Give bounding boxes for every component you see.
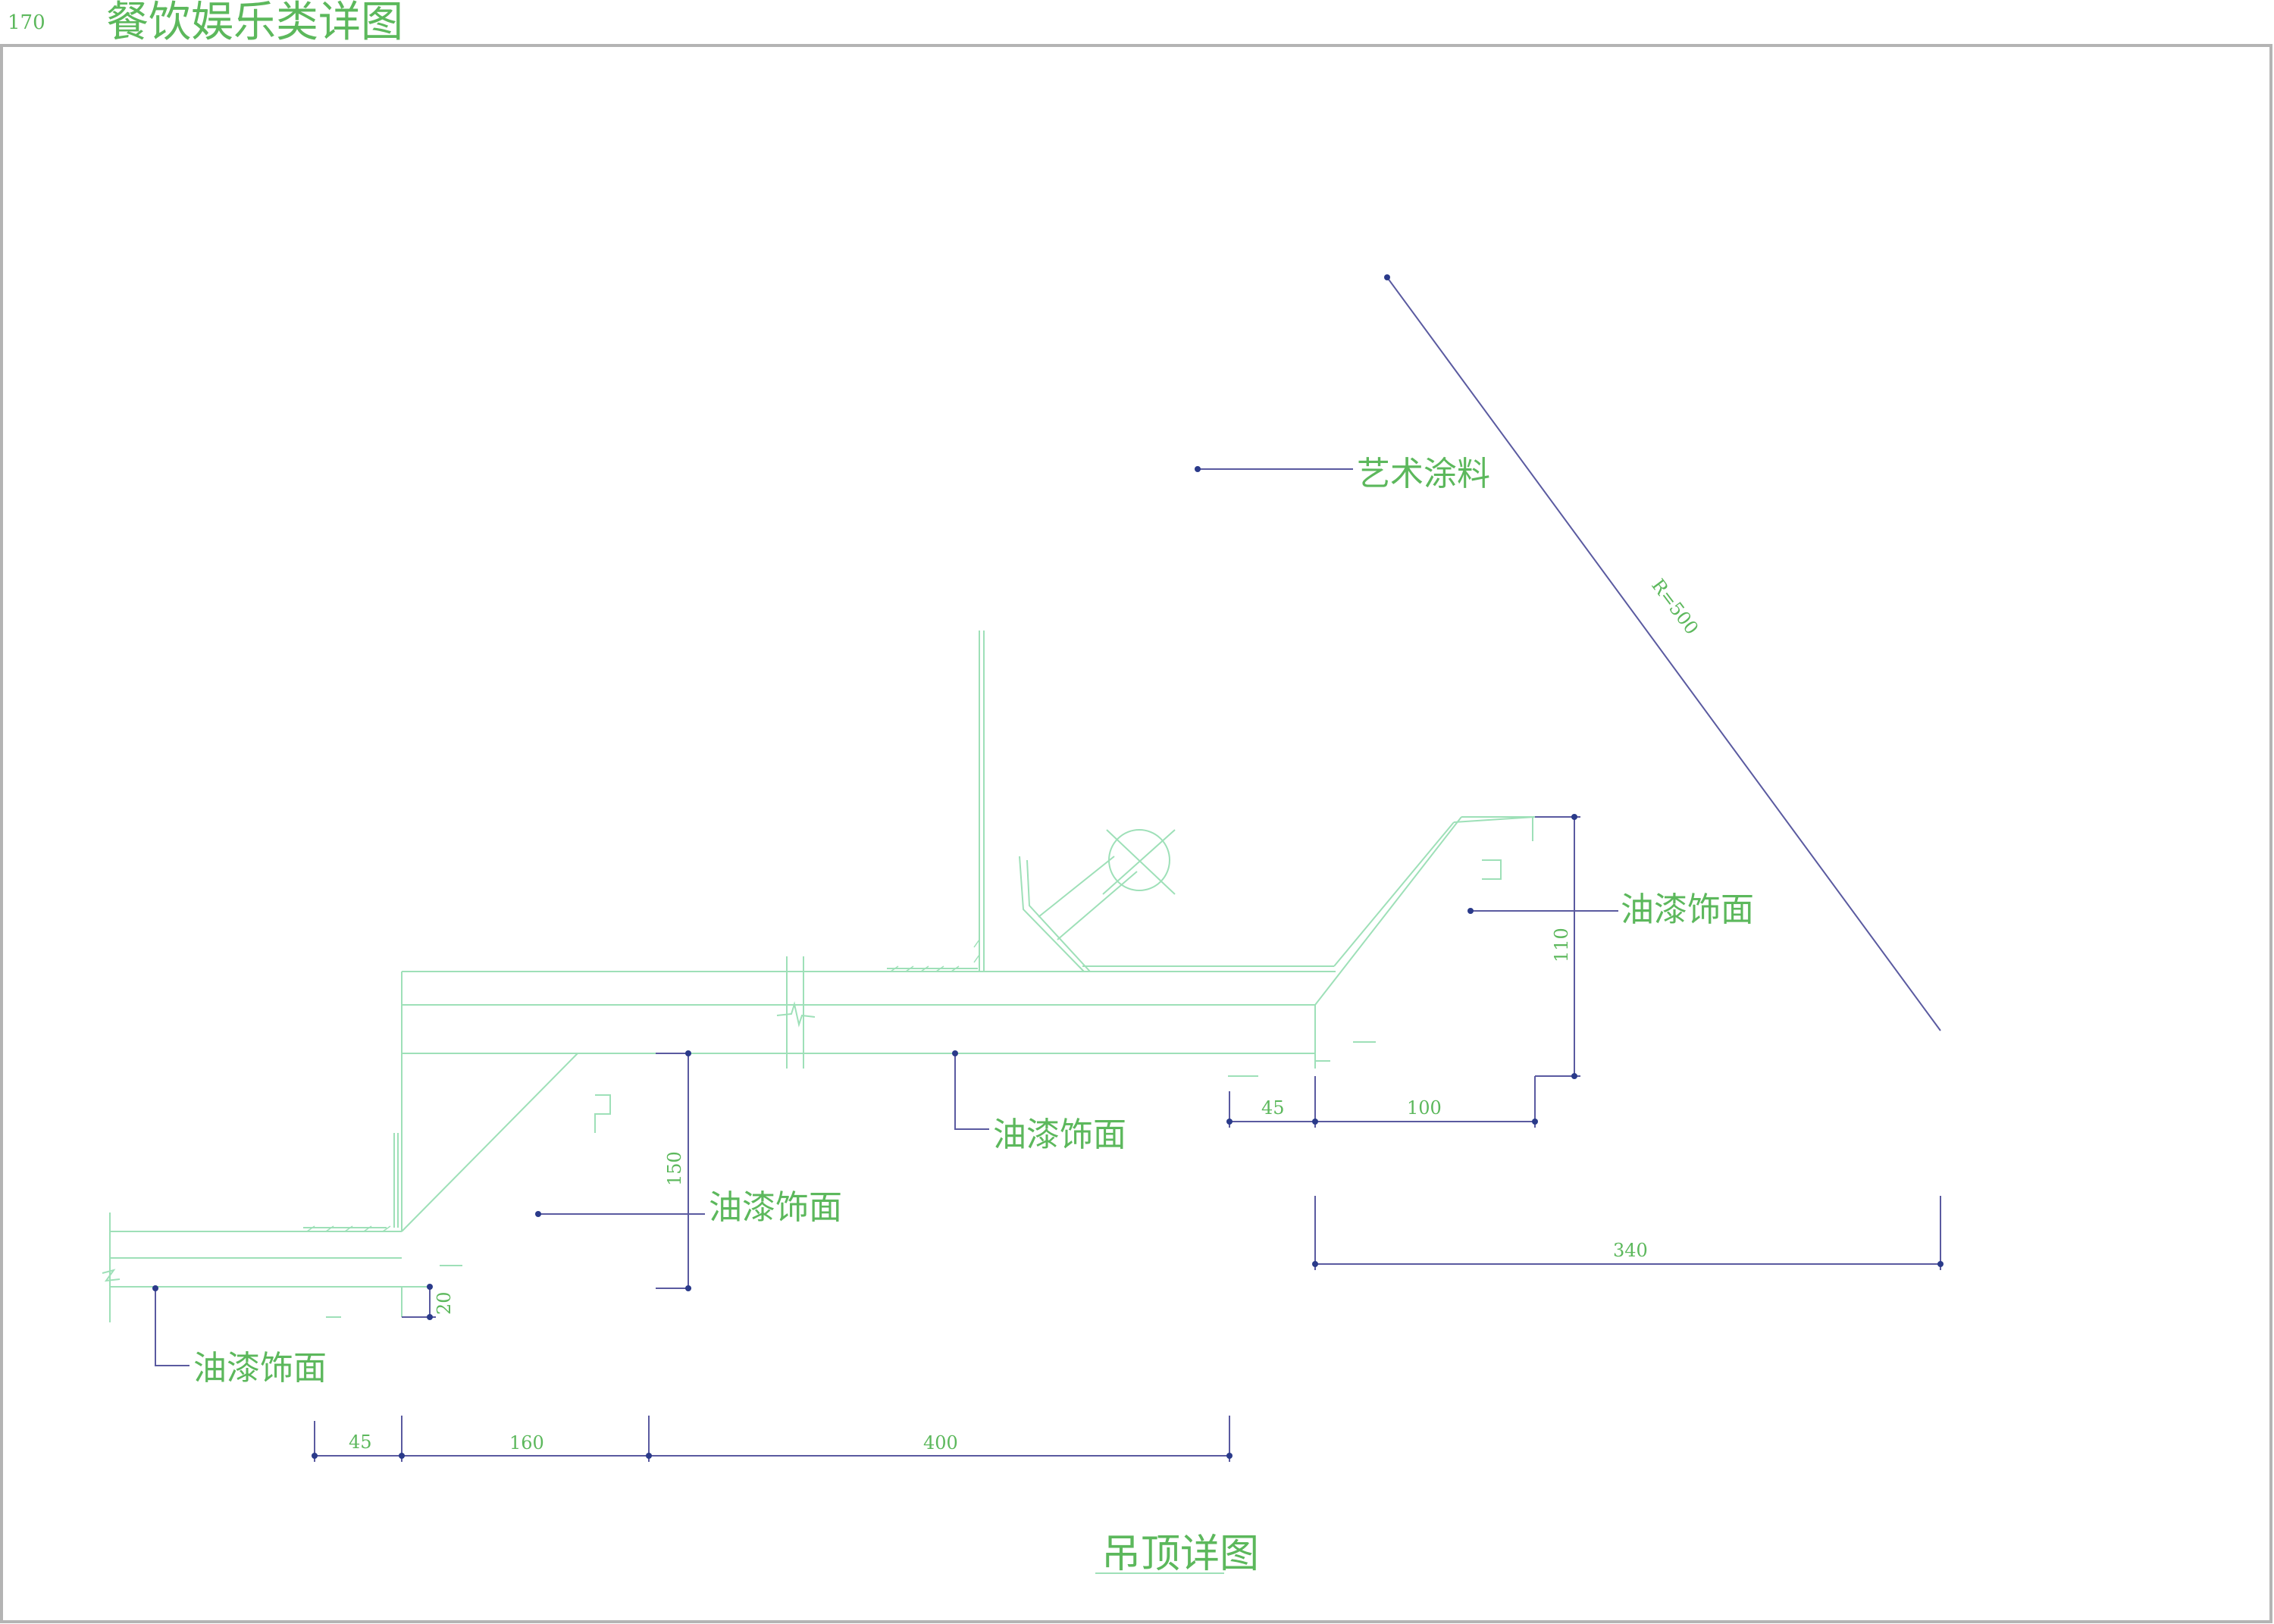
dim-45-right: 45 xyxy=(1261,1097,1285,1119)
dim-150: 150 xyxy=(664,1151,685,1186)
ceiling-structure xyxy=(102,631,1536,1322)
dim-400: 400 xyxy=(923,1432,958,1453)
dim-110: 110 xyxy=(1551,928,1572,962)
drawing-title: 吊顶详图 xyxy=(1101,1532,1259,1577)
leaders-and-dimensions xyxy=(155,277,1941,1462)
dim-100: 100 xyxy=(1407,1097,1442,1119)
label-paint-mid-left: 油漆饰面 xyxy=(709,1188,842,1227)
dim-45-bottom: 45 xyxy=(349,1432,372,1453)
label-art-coating: 艺术涂料 xyxy=(1357,455,1490,493)
dim-340: 340 xyxy=(1613,1240,1648,1261)
dim-radius: R=500 xyxy=(1647,575,1702,639)
drawing-frame xyxy=(0,44,2272,1623)
label-paint-bottom-left: 油漆饰面 xyxy=(193,1349,327,1388)
dim-20: 20 xyxy=(434,1291,455,1315)
page-title: 餐饮娱乐类详图 xyxy=(106,0,403,47)
label-paint-center: 油漆饰面 xyxy=(993,1116,1126,1154)
label-paint-right: 油漆饰面 xyxy=(1621,890,1754,929)
dimension-nodes xyxy=(152,274,1944,1459)
hatch-marks xyxy=(306,939,980,1232)
page-number: 170 xyxy=(8,11,45,34)
dim-160: 160 xyxy=(509,1432,544,1453)
